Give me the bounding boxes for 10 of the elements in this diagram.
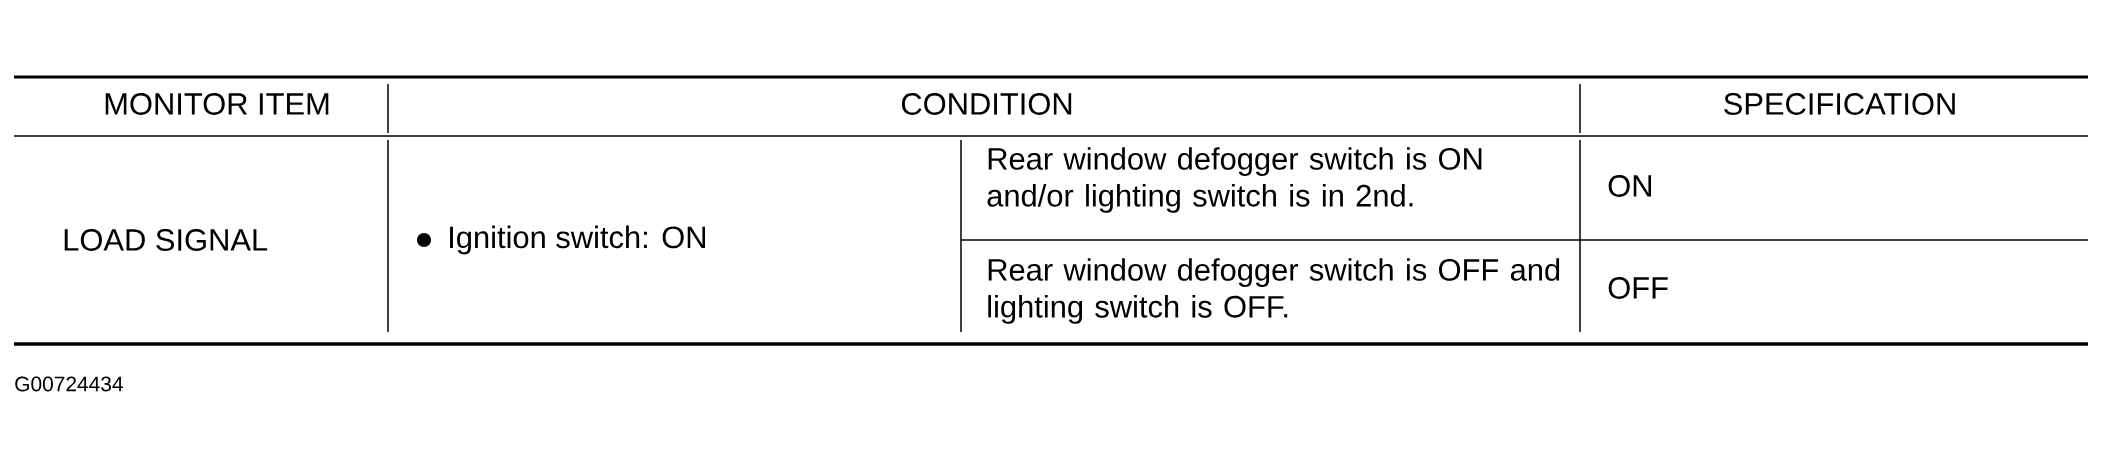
table-cell: LOAD SIGNAL	[64, 229, 268, 251]
header-cell: SPECIFICATION	[1724, 93, 1955, 115]
table-cell: Ignition switch: ON	[450, 225, 705, 255]
table-cell: Rear window defogger switch is ON and/or lighting switch is in 2nd.	[987, 147, 1482, 213]
table-cell: OFF	[1608, 277, 1668, 299]
table-cell: ON	[1608, 175, 1652, 197]
table-cell: Rear window defogger switch is OFF and lighting switch is OFF.	[988, 258, 1560, 324]
header-cell: CONDITION	[901, 93, 1072, 115]
header-cell: MONITOR ITEM	[105, 93, 329, 115]
figure-code: G00724434	[15, 376, 123, 392]
